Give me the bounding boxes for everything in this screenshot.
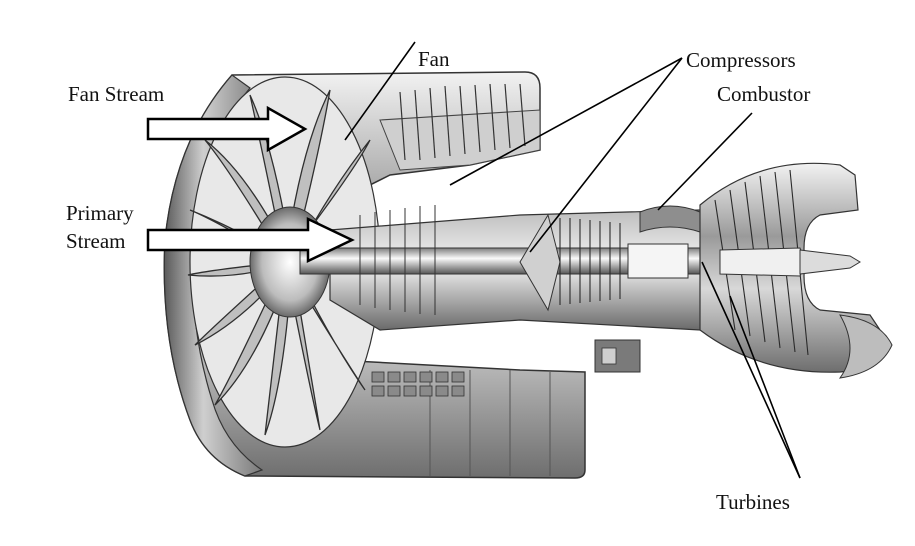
primary-stream-label-line1: Primary: [66, 201, 134, 225]
turbine-section: [700, 163, 892, 378]
turbines-label: Turbines: [716, 490, 790, 514]
combustor-label: Combustor: [717, 82, 810, 106]
fan-label: Fan: [418, 47, 450, 71]
compressors-label: Compressors: [686, 48, 796, 72]
fan-stream-label: Fan Stream: [68, 82, 164, 106]
primary-stream-label-line2: Stream: [66, 229, 125, 253]
